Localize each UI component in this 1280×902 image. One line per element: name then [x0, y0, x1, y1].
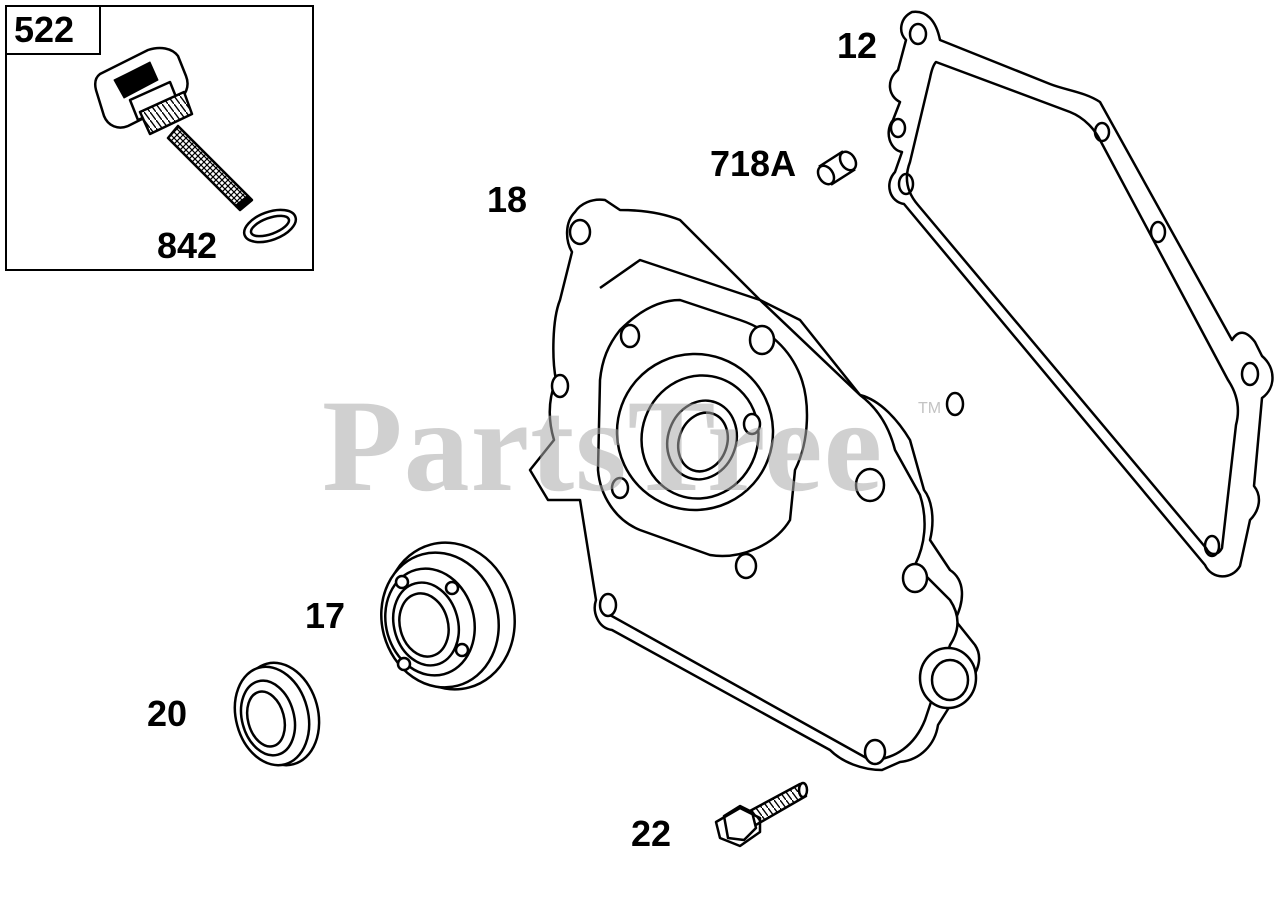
- dowel-pin-part-718a[interactable]: [815, 149, 860, 187]
- callout-18[interactable]: 18: [487, 179, 528, 220]
- kit-box: [5, 5, 314, 271]
- bolt-part-22[interactable]: [714, 781, 809, 848]
- partstree-watermark: PartsTree: [322, 372, 884, 519]
- callout-20[interactable]: 20: [147, 693, 188, 734]
- callout-842[interactable]: 842: [157, 225, 218, 266]
- dipstick-part-522[interactable]: [93, 46, 254, 212]
- callout-17[interactable]: 17: [305, 595, 346, 636]
- callout-22[interactable]: 22: [631, 813, 672, 854]
- bearing-part-17[interactable]: [366, 528, 531, 704]
- kit-box-tag: [5, 5, 101, 55]
- o-ring-part-842[interactable]: [240, 204, 300, 249]
- callout-12[interactable]: 12: [837, 25, 878, 66]
- gasket-part-12[interactable]: [887, 10, 1274, 578]
- callout-522[interactable]: 522: [14, 9, 75, 50]
- crankcase-cover-part-18[interactable]: [528, 198, 981, 772]
- trademark-mark: TM: [918, 400, 942, 417]
- callout-718a[interactable]: 718A: [710, 143, 797, 184]
- oil-seal-part-20[interactable]: [224, 654, 330, 774]
